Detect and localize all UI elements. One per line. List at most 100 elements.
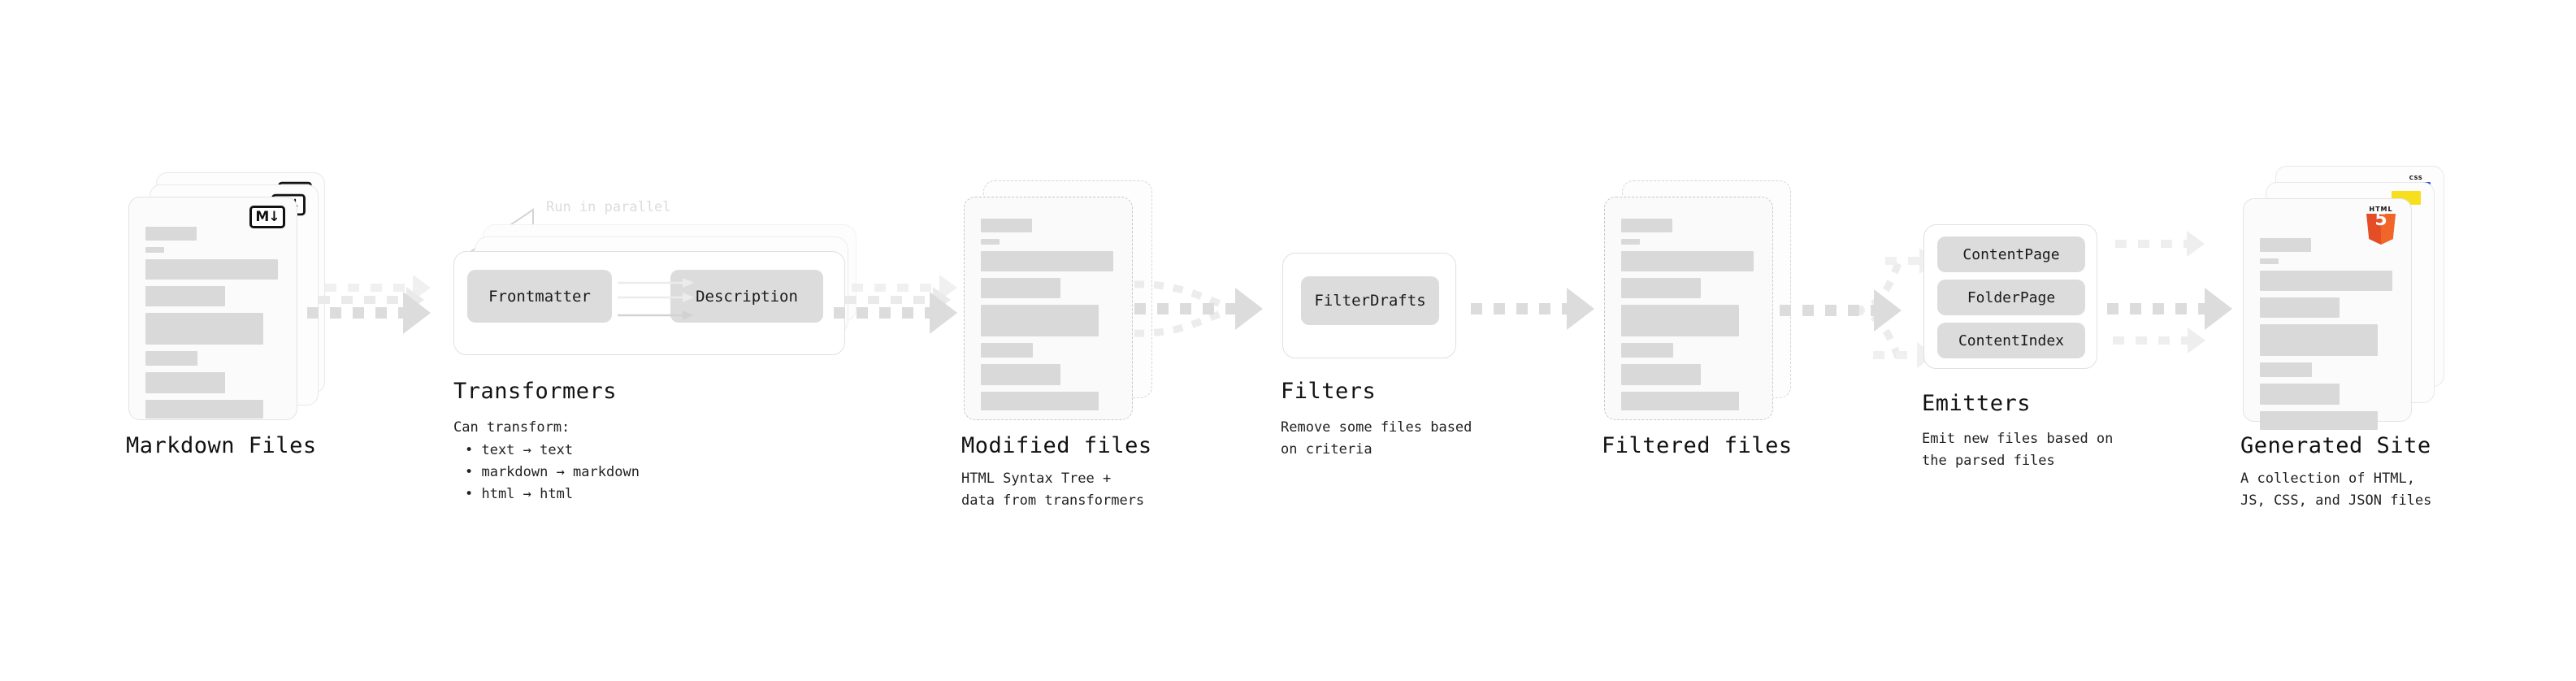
arrow-head (2205, 288, 2232, 330)
html5-icon-shield (2366, 214, 2396, 245)
flow-arrow (1134, 288, 1273, 330)
placeholder-bar (981, 343, 1033, 358)
arrow-dash (1873, 351, 1920, 359)
modified-card-front (964, 197, 1133, 420)
placeholder-bar (145, 247, 164, 253)
arrow-head (930, 292, 957, 334)
arrow-head (1567, 288, 1594, 330)
emitters-box: ContentPage FolderPage ContentIndex (1923, 224, 2097, 369)
transformers-subtitle: Can transform: (453, 419, 570, 436)
placeholder-bar (2260, 324, 2378, 356)
card-placeholder-lines (145, 227, 282, 425)
stage-title-markdown-files: Markdown Files (126, 433, 317, 458)
placeholder-bar (145, 227, 197, 241)
transformers-bullet-1: • markdown → markdown (465, 464, 640, 480)
modified-files-subtitle: HTML Syntax Tree + data from transformer… (961, 471, 1145, 509)
placeholder-bar (2260, 384, 2340, 405)
placeholder-bar (145, 351, 197, 366)
transformer-chip-label: Frontmatter (488, 287, 591, 306)
emitter-chip-label: FolderPage (1967, 288, 2056, 306)
stage-title-modified-files: Modified files (961, 433, 1152, 458)
arrow-dash (2115, 240, 2190, 248)
markdown-icon: M↓ (249, 206, 285, 228)
flow-arrow-faint (2115, 231, 2229, 257)
placeholder-bar (981, 251, 1113, 271)
flow-arrow (1471, 288, 1609, 330)
flow-arrow (2107, 288, 2249, 330)
card-placeholder-lines (1621, 219, 1758, 417)
placeholder-bar (981, 219, 1032, 232)
emitters-subtitle: Emit new files based on the parsed files (1922, 431, 2114, 469)
placeholder-bar (2260, 238, 2311, 252)
transformer-chip-description[interactable]: Description (670, 270, 823, 323)
placeholder-bar (981, 392, 1099, 410)
stage-title-filtered-files: Filtered files (1602, 433, 1793, 458)
flow-arrow (307, 292, 437, 334)
flow-arrow (1780, 289, 1934, 332)
placeholder-bar (1621, 392, 1739, 410)
arrow-dash (1471, 303, 1573, 314)
arrow-dash (2113, 336, 2191, 345)
html5-icon-digit: 5 (2374, 210, 2387, 230)
placeholder-bar (145, 313, 263, 345)
placeholder-bar (2260, 362, 2312, 377)
generated-site-subtitle: A collection of HTML, JS, CSS, and JSON … (2240, 471, 2432, 509)
stage-title-emitters: Emitters (1922, 391, 2032, 416)
transformer-chip-label: Description (696, 287, 798, 306)
placeholder-bar (145, 259, 278, 280)
placeholder-bar (1621, 364, 1701, 385)
placeholder-bar (981, 278, 1060, 298)
emitter-chip-label: ContentIndex (1958, 332, 2065, 349)
arrow-head (2188, 327, 2205, 354)
filters-subtitle: Remove some files based on criteria (1281, 419, 1472, 458)
emitter-chip-label: ContentPage (1962, 245, 2060, 263)
placeholder-bar (2260, 411, 2378, 430)
emitter-chip-contentindex[interactable]: ContentIndex (1937, 323, 2085, 358)
arrow-dash (307, 307, 410, 319)
card-placeholder-lines (2260, 238, 2396, 436)
filter-chip-label: FilterDrafts (1314, 292, 1426, 310)
transformers-bullet-2: • html → html (465, 486, 574, 502)
placeholder-bar (2260, 258, 2279, 264)
arrow-dash (1134, 303, 1242, 314)
placeholder-bar (981, 239, 1000, 245)
arrow-dash (845, 296, 936, 304)
placeholder-bar (1621, 343, 1673, 358)
html5-icon-caption: HTML (2369, 206, 2393, 213)
card-placeholder-lines (981, 219, 1117, 417)
placeholder-bar (1621, 239, 1640, 245)
placeholder-bar (2260, 271, 2392, 291)
flow-arrow-faint (2113, 327, 2235, 354)
placeholder-bar (2260, 297, 2340, 318)
arrow-dash (852, 284, 943, 292)
placeholder-bar (1621, 251, 1754, 271)
css-icon-label: CSS (2409, 175, 2423, 181)
stage-title-filters: Filters (1281, 379, 1377, 404)
placeholder-bar (145, 400, 263, 419)
filter-chip-filterdrafts[interactable]: FilterDrafts (1301, 276, 1439, 325)
transformer-chip-frontmatter[interactable]: Frontmatter (467, 270, 612, 323)
filtered-card-front (1604, 197, 1773, 420)
html5-icon: HTML 5 (2364, 206, 2398, 245)
arrow-dash (325, 284, 416, 292)
markdown-icon-label: M↓ (255, 209, 280, 225)
stage-title-generated-site: Generated Site (2240, 433, 2431, 458)
arrow-head (1874, 289, 1902, 332)
placeholder-bar (145, 286, 225, 306)
arrow-dash (319, 296, 410, 304)
placeholder-bar (1621, 305, 1739, 336)
arrow-dash (2107, 303, 2211, 314)
transformer-box-front: Frontmatter Description (453, 251, 845, 355)
transformers-bullet-0: • text → text (465, 442, 574, 458)
markdown-card-front: M↓ (128, 197, 297, 420)
arrow-dash (1780, 305, 1880, 316)
emitter-chip-contentpage[interactable]: ContentPage (1937, 236, 2085, 272)
run-in-parallel-label: Run in parallel (546, 199, 671, 215)
arrow-head (403, 292, 431, 334)
emitter-chip-folderpage[interactable]: FolderPage (1937, 280, 2085, 315)
placeholder-bar (981, 305, 1099, 336)
site-card-html: HTML 5 (2243, 198, 2412, 430)
arrow-head (1235, 288, 1263, 330)
stage-title-transformers: Transformers (453, 379, 618, 404)
